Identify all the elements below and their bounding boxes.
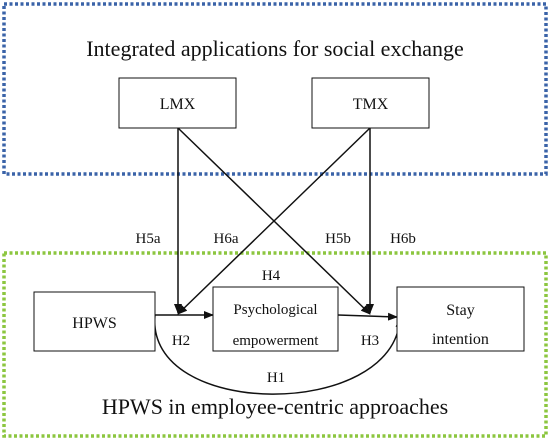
node-hpws-label: HPWS [72, 315, 116, 332]
label-h4: H4 [262, 268, 281, 284]
social-exchange-group-title: Integrated applications for social excha… [86, 36, 464, 61]
label-h6b: H6b [390, 231, 416, 247]
social-exchange-group-border [2, 2, 548, 176]
label-h5b: H5b [325, 231, 351, 247]
node-stay-label-line2: intention [432, 331, 489, 348]
node-lmx: LMX [118, 77, 237, 129]
node-tmx: TMX [311, 77, 430, 129]
node-stay-label-line1: Stay [446, 302, 474, 319]
node-empowerment-label-line1: Psychological [233, 302, 317, 318]
edge-tmx-to-empowerment [177, 127, 371, 315]
node-tmx-label: TMX [353, 96, 389, 113]
node-psychological-empowerment: Psychological empowerment [212, 286, 339, 352]
node-hpws: HPWS [33, 291, 156, 352]
label-h6a: H6a [214, 231, 239, 247]
label-h1: H1 [267, 370, 285, 386]
node-lmx-label: LMX [160, 96, 196, 113]
hpws-group-border [2, 251, 548, 438]
label-h5a: H5a [136, 231, 161, 247]
node-empowerment-label-line2: empowerment [233, 333, 320, 349]
edge-hpws-to-stay-curve [154, 314, 404, 395]
label-h3: H3 [361, 333, 379, 349]
edge-empowerment-to-stay [337, 312, 398, 321]
label-h2: H2 [172, 333, 190, 349]
hpws-group-title: HPWS in employee-centric approaches [102, 394, 448, 419]
node-stay-intention: Stay intention [396, 286, 525, 352]
